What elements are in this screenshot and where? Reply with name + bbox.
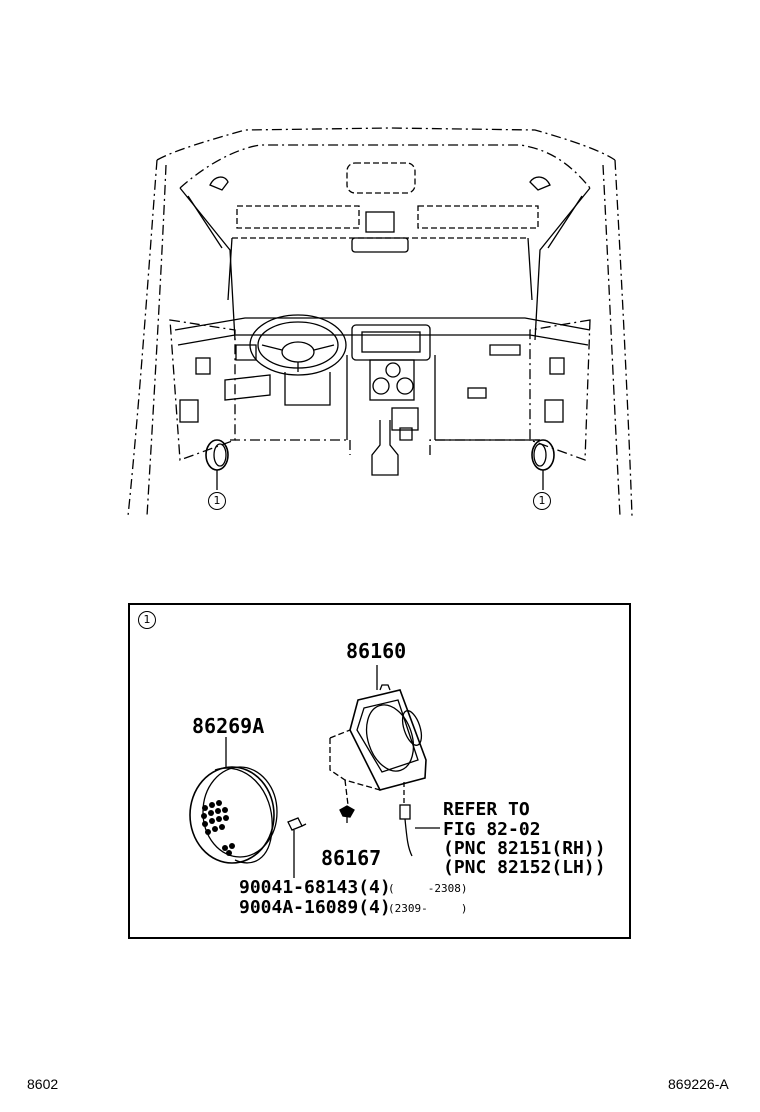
refer-line-4: (PNC 82152(LH)): [443, 857, 606, 878]
part-label-speaker[interactable]: 86160: [346, 639, 407, 663]
screw-range-2: (2309- ): [388, 902, 468, 915]
callout-right-speaker[interactable]: 1: [533, 492, 551, 510]
screw-part-number-1[interactable]: 90041-68143(4): [239, 877, 391, 898]
vehicle-interior-illustration: [127, 127, 633, 517]
footer-illustration-id: 869226-A: [668, 1076, 729, 1092]
refer-line-2[interactable]: FIG 82-02: [443, 819, 541, 840]
detail-box-1: [128, 603, 631, 939]
screw-part-number-2[interactable]: 9004A-16089(4): [239, 897, 391, 918]
refer-line-1: REFER TO: [443, 799, 530, 820]
footer-figure-code: 8602: [27, 1076, 59, 1092]
callout-left-speaker[interactable]: 1: [208, 492, 226, 510]
detail-callout: 1: [138, 611, 156, 629]
screw-range-1: ( -2308): [388, 882, 468, 895]
part-label-clip[interactable]: 86167: [321, 846, 382, 870]
refer-line-3: (PNC 82151(RH)): [443, 838, 606, 859]
part-label-grille[interactable]: 86269A: [192, 714, 265, 738]
